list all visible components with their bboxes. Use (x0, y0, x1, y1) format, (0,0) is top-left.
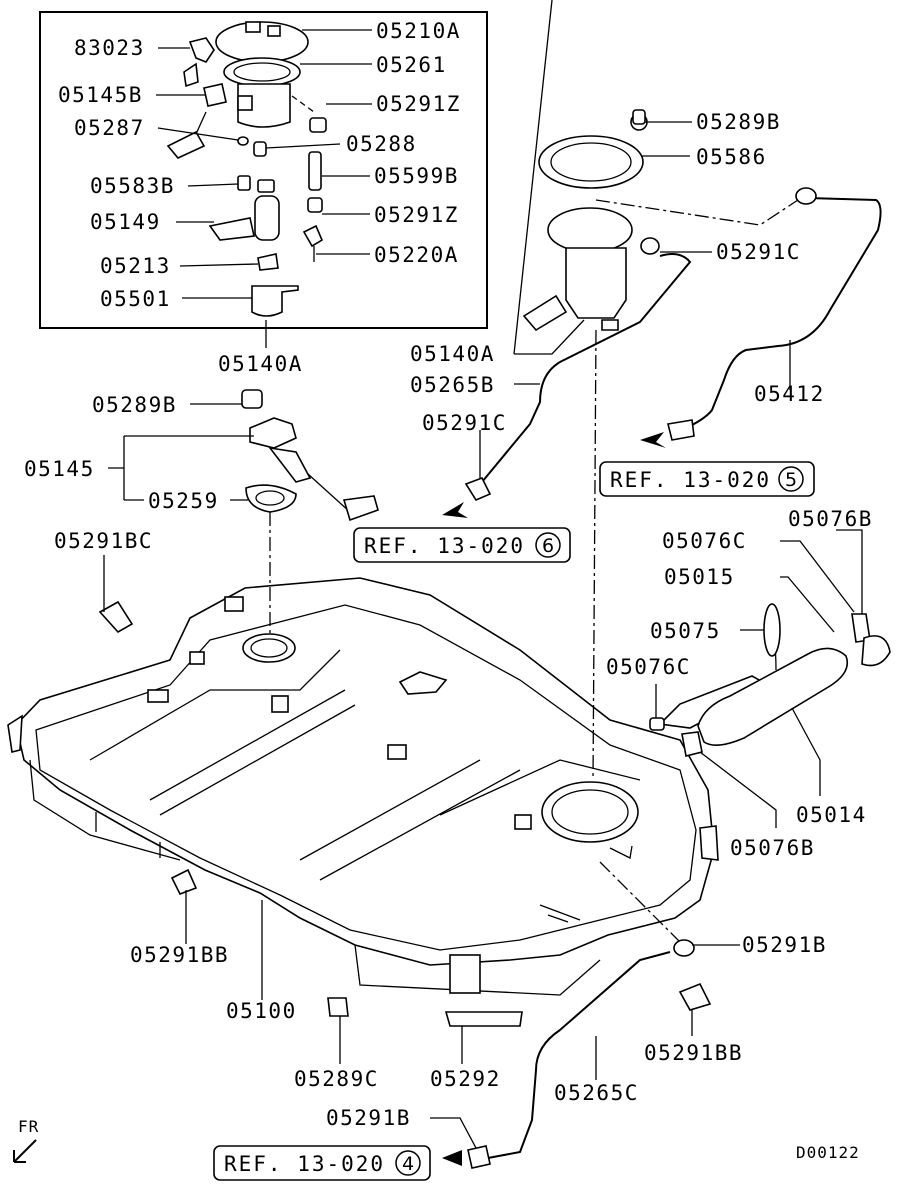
callout-labels: 83023 05210A 05261 05145B 05291Z 05287 0… (24, 19, 873, 1130)
label-05265C: 05265C (554, 1081, 639, 1105)
label-05213: 05213 (100, 254, 171, 278)
label-05292: 05292 (430, 1067, 501, 1091)
ref-box-5-number: 5 (785, 469, 797, 491)
leader-lines (13, 0, 863, 1166)
ref-box-4-number: 4 (402, 1153, 414, 1175)
label-05291Z-b: 05291Z (374, 203, 459, 227)
label-05145: 05145 (24, 457, 95, 481)
clip-05291BB-right (678, 982, 712, 1011)
label-05291BB-a: 05291BB (130, 943, 229, 967)
label-05076C-a: 05076C (662, 529, 747, 553)
fuel-sender-05145 (241, 389, 379, 522)
label-05287: 05287 (74, 116, 145, 140)
clamp-05292 (444, 1011, 523, 1027)
label-05291C-b: 05291C (422, 411, 507, 435)
label-05261: 05261 (376, 53, 447, 77)
label-05076B-b: 05076B (730, 836, 815, 860)
ref-box-6-text: REF. 13-020 (364, 534, 525, 558)
label-05291B-a: 05291B (742, 933, 827, 957)
ref-box-6-number: 6 (542, 535, 554, 557)
pump-module-assembly (522, 109, 660, 332)
label-83023: 83023 (74, 36, 145, 60)
ref-box-5[interactable]: REF. 13-020 5 (599, 461, 815, 497)
label-05289B: 05289B (92, 393, 177, 417)
label-05145B: 05145B (58, 83, 143, 107)
label-05149: 05149 (90, 210, 161, 234)
diagram-code: D00122 (796, 1143, 860, 1162)
label-05265B: 05265B (410, 373, 495, 397)
label-05291BB-b: 05291BB (644, 1041, 743, 1065)
hose-05265B (481, 253, 692, 483)
label-05076C-b: 05076C (606, 655, 691, 679)
fuel-tank-05100 (7, 577, 719, 996)
filler-hoses (649, 603, 891, 757)
label-05586: 05586 (696, 145, 767, 169)
label-05014: 05014 (796, 803, 867, 827)
label-05015: 05015 (664, 565, 735, 589)
label-05076B-a: 05076B (788, 507, 873, 531)
label-05210A: 05210A (376, 19, 461, 43)
label-05259: 05259 (148, 489, 219, 513)
label-05140A-inset: 05140A (218, 352, 303, 376)
label-05501: 05501 (100, 287, 171, 311)
label-05140A: 05140A (410, 342, 495, 366)
label-05291C-a: 05291C (716, 240, 801, 264)
label-05100: 05100 (226, 999, 297, 1023)
label-05583B: 05583B (90, 174, 175, 198)
label-05288: 05288 (346, 132, 417, 156)
ref-box-4-text: REF. 13-020 (224, 1152, 385, 1176)
label-05289B-top: 05289B (696, 110, 781, 134)
ref-box-6[interactable]: REF. 13-020 6 (353, 527, 571, 563)
pump-module-exploded-parts (166, 21, 327, 317)
bolt-05289C (327, 997, 349, 1017)
clip-05291BC (98, 600, 134, 634)
label-05291B-b: 05291B (326, 1106, 411, 1130)
hose-05412 (689, 197, 882, 427)
pump-module-inset-box (39, 11, 488, 329)
ref-box-5-text: REF. 13-020 (610, 468, 771, 492)
label-05291Z-a: 05291Z (376, 92, 461, 116)
label-05599B: 05599B (374, 164, 459, 188)
label-05412: 05412 (754, 382, 825, 406)
front-direction-label: FR (18, 1117, 39, 1136)
ref-box-4[interactable]: REF. 13-020 4 (213, 1145, 431, 1181)
label-05291BC: 05291BC (54, 529, 153, 553)
label-05220A: 05220A (374, 243, 459, 267)
label-05289C: 05289C (294, 1067, 379, 1091)
hose-05265C (487, 951, 671, 1159)
clip-05291BB-left (170, 868, 198, 896)
label-05075: 05075 (650, 619, 721, 643)
